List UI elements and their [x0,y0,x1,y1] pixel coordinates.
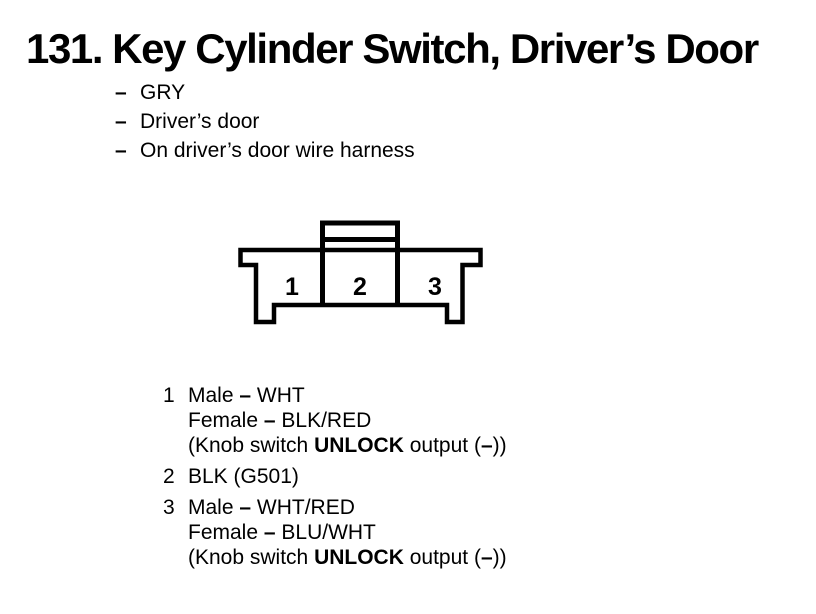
connector-outline [238,247,483,325]
pin-line: Female – BLK/RED [188,409,372,432]
connector-diagram: 1 2 3 [238,220,483,325]
pin-line: Male – WHT/RED [188,496,355,519]
bullet-text: On driver’s door wire harness [140,139,415,162]
bullet-item: – GRY [115,78,415,107]
pin-line: Male – WHT [188,384,305,407]
pin-number: 2 [163,465,175,488]
pin-line: Female – BLU/WHT [188,521,376,544]
pin-line: (Knob switch UNLOCK output (–)) [188,546,507,569]
bullet-dash: – [115,110,127,133]
connector-number: 131. [26,25,104,72]
pin-line: BLK (G501) [188,465,299,488]
bullet-item: – Driver’s door [115,107,415,136]
pin-line: (Knob switch UNLOCK output (–)) [188,434,507,457]
pin-lines: BLK (G501) [188,464,299,489]
connector-title: Key Cylinder Switch, Driver’s Door [112,25,759,72]
connector-attributes: – GRY – Driver’s door – On driver’s door… [115,78,415,165]
bullet-text: Driver’s door [140,110,260,133]
pin-number: 3 [163,496,175,519]
cavity-label-3: 3 [428,273,442,301]
pin-number: 1 [163,384,175,407]
bullet-dash: – [115,139,127,162]
bullet-dash: – [115,81,127,104]
page-title: 131. Key Cylinder Switch, Driver’s Door [26,25,759,72]
bullet-text: GRY [140,81,186,104]
bullet-item: – On driver’s door wire harness [115,136,415,165]
connector-lock-tab [320,220,400,305]
pin-row: 2 BLK (G501) [163,464,507,489]
cavity-label-1: 1 [285,273,299,301]
cavity-label-2: 2 [353,273,367,301]
